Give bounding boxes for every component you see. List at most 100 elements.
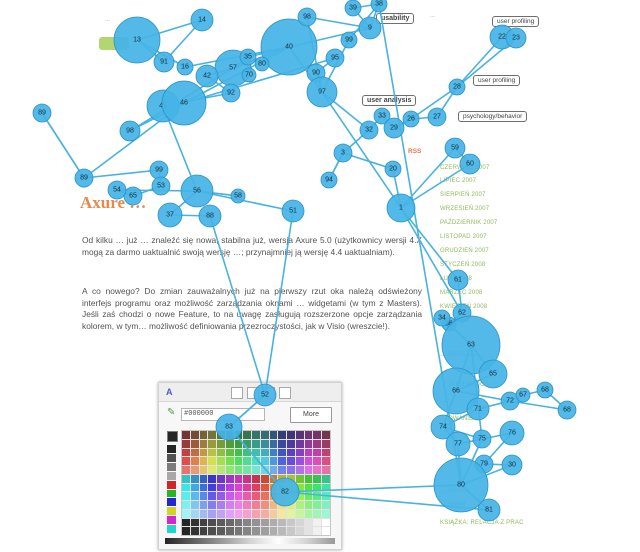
color-swatch[interactable] (304, 439, 313, 448)
color-swatch[interactable] (190, 457, 199, 465)
color-swatch[interactable] (190, 518, 199, 527)
color-swatch[interactable] (217, 439, 225, 448)
color-swatch[interactable] (217, 501, 225, 509)
color-swatch[interactable] (295, 483, 304, 492)
color-swatch[interactable] (295, 457, 304, 465)
color-swatch[interactable] (304, 457, 313, 465)
color-swatch[interactable] (234, 466, 243, 474)
color-swatch[interactable] (304, 431, 313, 439)
color-swatch[interactable] (252, 474, 260, 483)
color-swatch[interactable] (287, 466, 295, 474)
color-swatch[interactable] (278, 431, 287, 439)
recent-color-swatch[interactable] (167, 489, 176, 498)
color-swatch[interactable] (304, 474, 313, 483)
color-swatch[interactable] (234, 474, 243, 483)
archive-link[interactable]: GRUDZIEŃ 2007 (440, 248, 489, 254)
color-swatch[interactable] (234, 483, 243, 492)
more-colors-button[interactable]: More (290, 407, 332, 423)
color-swatch[interactable] (295, 448, 304, 457)
color-swatch[interactable] (260, 483, 269, 492)
archive-link[interactable]: PAŹDZIERNIK 2007 (440, 220, 498, 226)
color-swatch[interactable] (199, 448, 208, 457)
color-swatch[interactable] (182, 509, 190, 518)
color-swatch[interactable] (182, 518, 190, 527)
color-swatch[interactable] (225, 439, 234, 448)
color-swatch[interactable] (217, 527, 225, 535)
color-swatch[interactable] (304, 492, 313, 500)
color-swatch[interactable] (295, 431, 304, 439)
color-swatch[interactable] (278, 518, 287, 527)
color-swatch[interactable] (225, 492, 234, 500)
color-swatch[interactable] (208, 509, 217, 518)
color-swatch[interactable] (269, 527, 278, 535)
color-swatch[interactable] (234, 457, 243, 465)
color-swatch[interactable] (199, 457, 208, 465)
eyedropper-icon[interactable]: ✎ (167, 407, 176, 418)
color-swatch[interactable] (190, 483, 199, 492)
color-swatch[interactable] (199, 518, 208, 527)
color-swatch[interactable] (295, 527, 304, 535)
color-swatch[interactable] (278, 457, 287, 465)
color-swatch[interactable] (217, 466, 225, 474)
recent-color-swatch[interactable] (167, 471, 176, 480)
recent-color-swatch[interactable] (167, 525, 176, 533)
color-swatch[interactable] (190, 439, 199, 448)
color-swatch[interactable] (287, 474, 295, 483)
color-swatch[interactable] (313, 448, 322, 457)
color-swatch[interactable] (252, 509, 260, 518)
color-swatch[interactable] (313, 527, 322, 535)
tool-icon[interactable] (231, 387, 243, 399)
color-swatch[interactable] (217, 474, 225, 483)
color-swatch[interactable] (304, 448, 313, 457)
color-swatch[interactable] (190, 431, 199, 439)
color-swatch[interactable] (243, 509, 252, 518)
color-swatch[interactable] (182, 439, 190, 448)
color-swatch[interactable] (208, 431, 217, 439)
color-swatch[interactable] (295, 509, 304, 518)
color-swatch[interactable] (269, 501, 278, 509)
color-swatch[interactable] (278, 527, 287, 535)
color-swatch[interactable] (208, 474, 217, 483)
color-swatch[interactable] (295, 492, 304, 500)
current-color-swatch[interactable] (167, 431, 178, 442)
color-swatch[interactable] (243, 518, 252, 527)
color-swatch[interactable] (322, 509, 330, 518)
archive-link[interactable]: … OWANIE (440, 416, 474, 422)
color-swatch[interactable] (217, 457, 225, 465)
color-swatch[interactable] (278, 439, 287, 448)
color-swatch[interactable] (208, 448, 217, 457)
color-swatch[interactable] (322, 527, 330, 535)
color-swatch[interactable] (199, 501, 208, 509)
color-swatch[interactable] (287, 518, 295, 527)
color-swatch[interactable] (243, 431, 252, 439)
color-swatch[interactable] (225, 466, 234, 474)
color-swatch[interactable] (208, 492, 217, 500)
color-swatch[interactable] (313, 466, 322, 474)
color-swatch[interactable] (190, 448, 199, 457)
color-swatch[interactable] (217, 518, 225, 527)
color-swatch[interactable] (225, 518, 234, 527)
gray-gradient-bar[interactable] (165, 538, 335, 544)
color-swatch[interactable] (182, 431, 190, 439)
color-swatch[interactable] (252, 431, 260, 439)
color-swatch[interactable] (252, 448, 260, 457)
color-swatch[interactable] (199, 439, 208, 448)
color-swatch[interactable] (252, 501, 260, 509)
color-swatch[interactable] (269, 431, 278, 439)
color-swatch[interactable] (252, 466, 260, 474)
color-swatch[interactable] (322, 466, 330, 474)
color-swatch[interactable] (313, 518, 322, 527)
color-swatch[interactable] (225, 501, 234, 509)
tag-psychology-behavior[interactable]: psychology/behavior (458, 111, 528, 122)
font-color-icon[interactable]: A (166, 387, 173, 397)
color-swatch[interactable] (190, 474, 199, 483)
color-swatch[interactable] (217, 448, 225, 457)
color-swatch[interactable] (243, 439, 252, 448)
color-swatch[interactable] (252, 492, 260, 500)
color-swatch[interactable] (287, 448, 295, 457)
archive-link[interactable]: STYCZEŃ 2008 (440, 262, 486, 268)
color-swatch[interactable] (295, 474, 304, 483)
color-swatch[interactable] (225, 527, 234, 535)
color-swatch[interactable] (278, 466, 287, 474)
recent-colors-strip[interactable] (167, 445, 176, 533)
